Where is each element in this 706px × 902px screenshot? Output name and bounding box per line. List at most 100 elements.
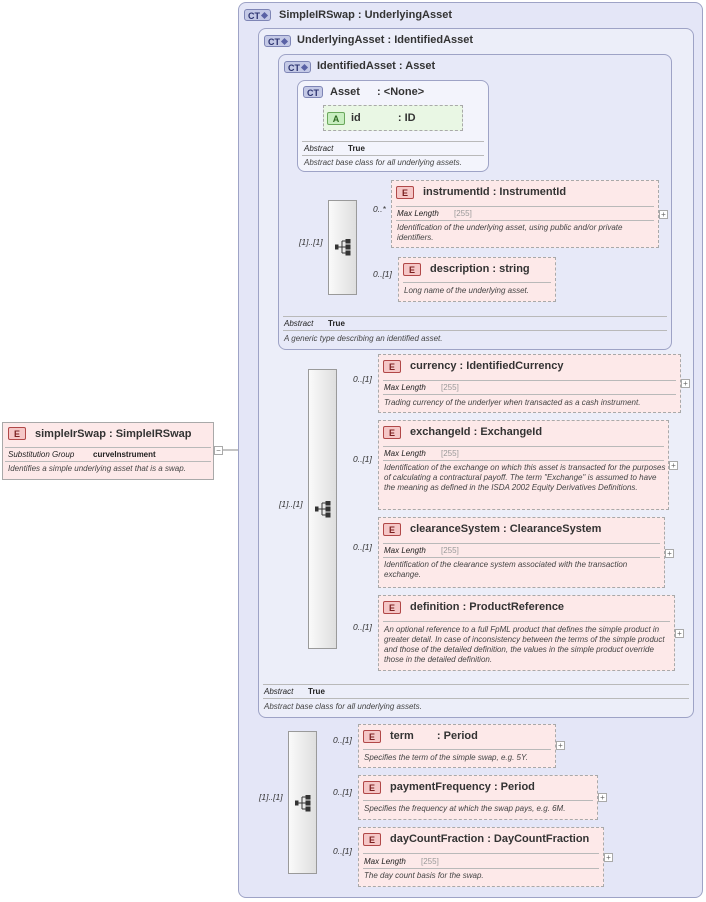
complex-type-documentation: Abstract base class for all underlying a…: [264, 702, 422, 711]
type-separator: :: [462, 601, 467, 613]
element-documentation: Specifies the frequency at which the swa…: [364, 804, 566, 813]
attribute-id-box[interactable]: A id : ID: [323, 105, 463, 131]
element-badge: E: [383, 523, 401, 536]
expand-toggle[interactable]: +: [665, 549, 674, 558]
element-type: DayCountFraction: [493, 833, 590, 845]
element-documentation: Long name of the underlying asset.: [404, 286, 529, 295]
abstract-label: Abstract: [304, 144, 334, 153]
sequence-cardinality: [1]..[1]: [299, 237, 323, 247]
element-badge: E: [396, 186, 414, 199]
type-separator: :: [492, 186, 497, 198]
element-type: Period: [443, 730, 478, 742]
facet-value: [255]: [441, 383, 459, 392]
element-daycountfraction[interactable]: E dayCountFraction : DayCountFraction Ma…: [358, 827, 604, 887]
complex-type-base: Asset: [405, 60, 436, 72]
element-badge: E: [383, 360, 401, 373]
attribute-name: id: [351, 112, 361, 124]
element-documentation: The day count basis for the swap.: [364, 871, 484, 880]
extension-icon: [300, 63, 309, 72]
complex-type-name: UnderlyingAsset: [297, 34, 385, 46]
element-badge: E: [8, 427, 26, 440]
element-term[interactable]: E term : Period Specifies the term of th…: [358, 724, 556, 768]
attribute-badge: A: [327, 112, 345, 125]
element-documentation: Identification of the clearance system a…: [384, 560, 628, 579]
expand-toggle[interactable]: +: [681, 379, 690, 388]
element-name: paymentFrequency: [390, 781, 491, 793]
complex-type-base: IdentifiedAsset: [394, 34, 474, 46]
abstract-value: True: [308, 687, 325, 696]
element-cardinality: 0..[1]: [333, 735, 352, 745]
element-badge: E: [383, 601, 401, 614]
element-type: ExchangeId: [480, 426, 543, 438]
element-type: IdentifiedCurrency: [466, 360, 564, 372]
type-separator: :: [473, 426, 478, 438]
sequence-compositor-2[interactable]: [308, 369, 337, 649]
element-definition[interactable]: E definition : ProductReference An optio…: [378, 595, 675, 671]
root-element-type: SimpleIRSwap: [115, 428, 192, 440]
expand-toggle[interactable]: +: [556, 741, 565, 750]
root-element-name: simpleIrSwap: [35, 428, 106, 440]
type-separator: :: [502, 523, 507, 535]
complex-type-documentation: Abstract base class for all underlying a…: [304, 158, 462, 167]
element-cardinality: 0..*: [373, 204, 386, 214]
facet-value: [255]: [421, 857, 439, 866]
element-instrumentid[interactable]: E instrumentId : InstrumentId Max Length…: [391, 180, 659, 248]
collapse-toggle[interactable]: −: [214, 446, 223, 455]
element-name: exchangeId: [410, 426, 471, 438]
element-documentation: Identification of the exchange on which …: [384, 463, 666, 492]
element-badge: E: [403, 263, 421, 276]
expand-toggle[interactable]: +: [659, 210, 668, 219]
element-name: term: [390, 730, 414, 742]
element-name: description: [430, 263, 490, 275]
substitution-group-label: Substitution Group: [8, 450, 75, 459]
sequence-cardinality: [1]..[1]: [279, 499, 303, 509]
facet-label: Max Length: [384, 383, 426, 392]
sequence-icon: [295, 795, 311, 812]
element-badge: E: [363, 730, 381, 743]
element-cardinality: 0..[1]: [333, 787, 352, 797]
element-cardinality: 0..[1]: [353, 622, 372, 632]
type-separator: :: [493, 781, 498, 793]
extension-icon: [260, 11, 269, 20]
complex-type-badge: CT: [284, 61, 311, 73]
element-currency[interactable]: E currency : IdentifiedCurrency Max Leng…: [378, 354, 681, 413]
type-separator: :: [459, 360, 464, 372]
type-separator: :: [436, 730, 441, 742]
element-clearancesystem[interactable]: E clearanceSystem : ClearanceSystem Max …: [378, 517, 665, 588]
expand-toggle[interactable]: +: [675, 629, 684, 638]
expand-toggle[interactable]: +: [604, 853, 613, 862]
abstract-label: Abstract: [264, 687, 294, 696]
expand-toggle[interactable]: +: [598, 793, 607, 802]
element-paymentfrequency[interactable]: E paymentFrequency : Period Specifies th…: [358, 775, 598, 820]
type-separator: :: [387, 34, 392, 46]
type-separator: :: [397, 112, 402, 124]
facet-label: Max Length: [384, 546, 426, 555]
element-cardinality: 0..[1]: [353, 542, 372, 552]
element-type: InstrumentId: [499, 186, 567, 198]
element-cardinality: 0..[1]: [353, 374, 372, 384]
element-documentation: Identification of the underlying asset, …: [397, 223, 623, 242]
element-exchangeid[interactable]: E exchangeId : ExchangeId Max Length [25…: [378, 420, 669, 510]
abstract-value: True: [348, 144, 365, 153]
facet-label: Max Length: [364, 857, 406, 866]
element-documentation: Specifies the term of the simple swap, e…: [364, 753, 528, 762]
element-description[interactable]: E description : string Long name of the …: [398, 257, 556, 302]
element-type: Period: [500, 781, 535, 793]
root-element-box[interactable]: E simpleIrSwap : SimpleIRSwap Substituti…: [2, 422, 214, 480]
type-separator: :: [377, 86, 381, 98]
attribute-type: ID: [404, 112, 416, 124]
root-documentation: Identifies a simple underlying asset tha…: [8, 464, 186, 473]
sequence-compositor-3[interactable]: [288, 731, 317, 874]
element-badge: E: [383, 426, 401, 439]
expand-toggle[interactable]: +: [669, 461, 678, 470]
element-badge: E: [363, 781, 381, 794]
facet-label: Max Length: [384, 449, 426, 458]
facet-value: [255]: [441, 546, 459, 555]
sequence-compositor-1[interactable]: [328, 200, 357, 295]
abstract-value: True: [328, 319, 345, 328]
type-separator: :: [492, 263, 497, 275]
sequence-icon: [315, 501, 331, 518]
type-separator: :: [108, 428, 113, 440]
substitution-group-value: curveInstrument: [93, 450, 156, 459]
element-type: ClearanceSystem: [509, 523, 602, 535]
